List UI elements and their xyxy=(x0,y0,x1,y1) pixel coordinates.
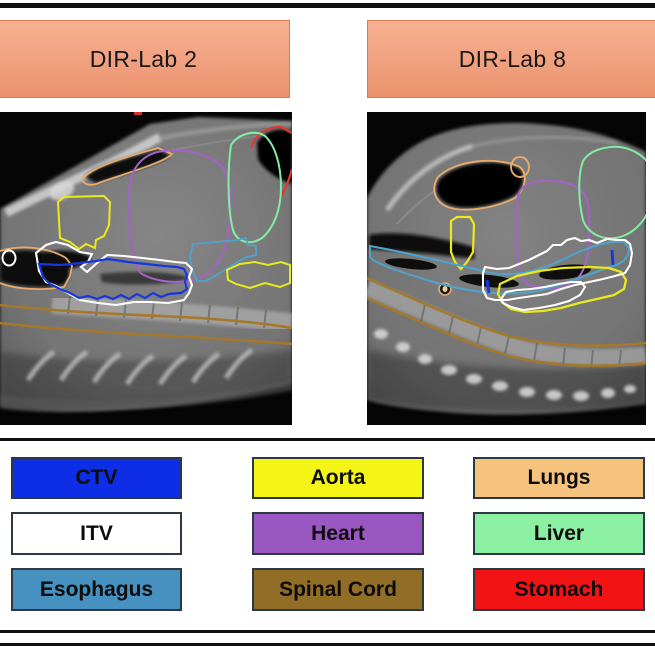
ct-image-dirlab8 xyxy=(367,112,646,425)
contour-liver xyxy=(578,145,646,240)
contour-itv-node xyxy=(1,249,17,267)
legend-item-liver: Liver xyxy=(473,512,645,555)
legend-label: Lungs xyxy=(527,466,591,489)
panel-header-dirlab2: DIR-Lab 2 xyxy=(0,20,290,98)
orientation-mark xyxy=(134,112,142,115)
contour-itv xyxy=(34,240,194,307)
contour-spinal-cord-b xyxy=(367,296,646,367)
chest-wall-bone-2 xyxy=(472,135,618,148)
legend-label: Stomach xyxy=(514,577,604,601)
panel-header-dirlab8: DIR-Lab 8 xyxy=(367,20,655,98)
legend-label: Aorta xyxy=(310,466,366,489)
chest-wall-bone xyxy=(384,143,474,212)
contour-aorta-upper xyxy=(449,215,476,271)
legend-item-ctv: CTV xyxy=(11,457,182,499)
legend-item-spinalcord: Spinal Cord xyxy=(252,568,424,611)
vertebra-ticks xyxy=(420,303,622,369)
contour-lungs-left xyxy=(0,246,73,290)
lung-air-left-band xyxy=(369,233,475,259)
contour-lungs-top xyxy=(80,147,174,186)
contour-heart xyxy=(127,149,232,283)
contour-ctv-tick-a xyxy=(610,249,615,266)
vertebral-band xyxy=(51,294,292,333)
contour-ctv xyxy=(37,257,189,301)
contour-itv-lower xyxy=(499,280,587,312)
contour-esophagus xyxy=(369,240,631,295)
ct-image-dirlab2 xyxy=(0,112,292,425)
legend-item-esophagus: Esophagus xyxy=(11,568,182,611)
top-border-line xyxy=(0,3,655,8)
contour-aorta-upper xyxy=(56,194,112,251)
legend-bottom-line xyxy=(0,630,655,633)
contour-lungs-main xyxy=(433,159,526,211)
contour-esophagus xyxy=(189,236,257,282)
contour-spinal-cord-a xyxy=(0,303,292,330)
contour-spinal-cord-a xyxy=(367,276,646,347)
stomach-gas-dark xyxy=(257,129,292,184)
contour-itv xyxy=(481,236,634,302)
bottom-border-line xyxy=(0,643,655,646)
ct-sagittal-left xyxy=(0,112,292,425)
contour-aorta-lower xyxy=(225,260,291,290)
legend-label: CTV xyxy=(75,466,118,489)
contour-liver xyxy=(227,131,283,244)
legend-label: ITV xyxy=(80,521,113,545)
contour-stomach-a xyxy=(249,125,292,149)
lung-air-main xyxy=(436,162,523,208)
vertebral-band xyxy=(367,280,646,367)
lungs-spot-core xyxy=(442,286,448,292)
contour-aorta-lower xyxy=(496,265,628,314)
legend-label: Liver xyxy=(533,521,585,545)
rib-streaks xyxy=(25,347,254,386)
legend-item-aorta: Aorta xyxy=(252,457,424,499)
contour-spinal-cord-b xyxy=(0,321,292,346)
legend-label: Heart xyxy=(311,521,365,545)
rib-dots xyxy=(374,329,636,401)
contour-heart xyxy=(515,179,591,290)
panel-header-label: DIR-Lab 8 xyxy=(458,45,567,72)
ct-sagittal-right xyxy=(367,112,646,425)
lung-air-top xyxy=(85,150,170,183)
legend-label: Spinal Cord xyxy=(279,577,397,601)
upper-rib-line xyxy=(159,122,292,140)
panel-header-label: DIR-Lab 2 xyxy=(89,45,198,72)
bottom-soft-tissue xyxy=(0,381,292,410)
legend-item-heart: Heart xyxy=(252,512,424,555)
legend-item-itv: ITV xyxy=(11,512,182,555)
legend-top-line xyxy=(0,438,655,441)
legend-item-lungs: Lungs xyxy=(473,457,645,499)
contour-lungs-nub xyxy=(510,156,530,178)
legend-label: Esophagus xyxy=(39,577,154,601)
bone-knob xyxy=(49,181,75,201)
legend-item-stomach: Stomach xyxy=(473,568,645,611)
contour-ctv-tick-b xyxy=(485,279,491,294)
